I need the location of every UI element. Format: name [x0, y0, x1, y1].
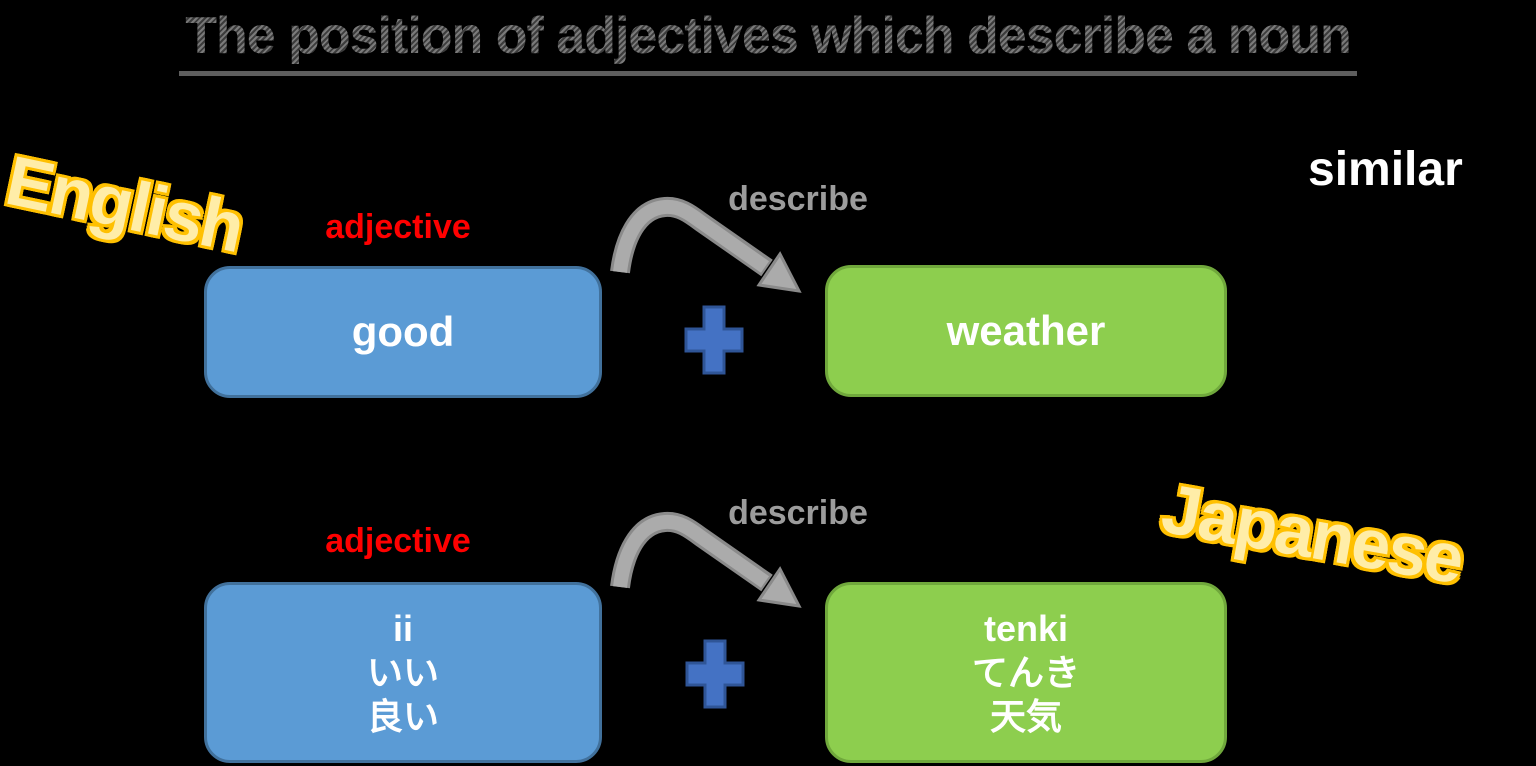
adjective-hiragana-japanese: いい: [366, 651, 439, 693]
arrow-head: [756, 251, 802, 293]
adjective-word-english: good: [351, 308, 455, 355]
adjective-romaji-japanese: ii: [392, 607, 413, 649]
describe-arrow-english: [610, 196, 802, 293]
adjective-label-japanese: adjective: [325, 522, 471, 560]
describe-arrow-japanese: [610, 511, 802, 608]
adjective-box-japanese: ii いい 良い: [204, 582, 602, 763]
plus-shape: [684, 305, 744, 375]
noun-box-japanese: tenki てんき 天気: [825, 582, 1227, 763]
noun-hiragana-japanese: てんき: [971, 651, 1080, 693]
adjective-box-english: good: [204, 266, 602, 398]
adjective-label-english: adjective: [325, 208, 471, 246]
page-title: The position of adjectives which describ…: [0, 6, 1536, 76]
adjective-kanji-japanese: 良い: [366, 695, 439, 737]
plus-icon-japanese: [685, 639, 745, 709]
noun-word-english: weather: [946, 307, 1106, 354]
english-language-label: English: [0, 140, 250, 267]
describe-label-japanese: describe: [728, 494, 868, 532]
plus-shape: [685, 639, 745, 709]
describe-label-english: describe: [728, 180, 868, 218]
japanese-language-label: Japanese: [1156, 468, 1469, 599]
arrow-shaft: [613, 199, 770, 273]
noun-romaji-japanese: tenki: [983, 607, 1069, 649]
arrow-shaft: [613, 514, 770, 588]
arrow-head: [756, 566, 802, 608]
plus-icon-english: [684, 305, 744, 375]
noun-box-english: weather: [825, 265, 1227, 397]
similar-label: similar: [1308, 143, 1463, 196]
page-title-text: The position of adjectives which describ…: [179, 6, 1357, 76]
noun-kanji-japanese: 天気: [989, 695, 1062, 737]
